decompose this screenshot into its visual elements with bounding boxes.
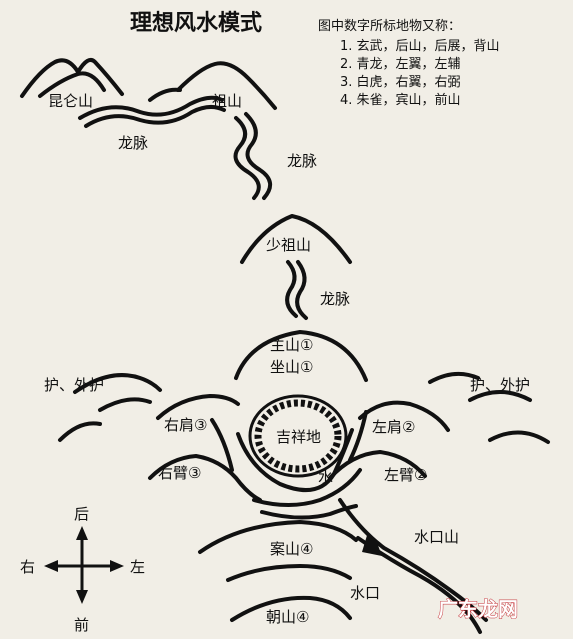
label-hu-left: 护、外护 — [44, 376, 104, 394]
watermark: 广东龙网 — [438, 597, 518, 621]
hu-hill-right-1 — [428, 371, 480, 384]
hu-hill-left-1 — [73, 373, 162, 394]
dragon-vein-1a — [78, 95, 224, 120]
compass-arrow-right-icon — [110, 560, 124, 572]
label-jixiangdi: 吉祥地 — [276, 428, 321, 446]
dragon-vein-3b — [295, 260, 308, 320]
kunlun-mountain-inner — [38, 71, 106, 98]
label-anshan: 案山④ — [270, 540, 313, 558]
anshan-hill — [198, 520, 358, 554]
hu-hill-right-2 — [468, 390, 532, 402]
label-longmai-1: 龙脉 — [118, 134, 148, 152]
legend-item-3: 3. 白虎，右翼，右弼 — [340, 74, 461, 90]
hu-hill-right-3 — [488, 430, 550, 444]
label-kunlun: 昆仑山 — [48, 92, 93, 110]
stream-water-outer — [252, 468, 362, 507]
label-shui: 水 — [318, 468, 333, 486]
label-chaoshan: 朝山④ — [266, 608, 309, 626]
stream-water-lower — [260, 504, 358, 520]
compass-arrow-down-icon — [76, 590, 88, 604]
river-line-2 — [356, 536, 482, 634]
label-zuobi: 左臂② — [384, 466, 427, 484]
shuikoushan-mark — [362, 532, 382, 556]
hu-hill-left-3 — [58, 421, 102, 442]
legend-heading: 图中数字所标地物又称： — [318, 19, 461, 34]
label-hu-right: 护、外护 — [470, 376, 530, 394]
label-zhushan: 主山① — [270, 336, 313, 354]
zhushan-mountain — [234, 330, 368, 382]
label-longmai-2: 龙脉 — [287, 152, 317, 170]
dragon-vein-1b — [84, 105, 226, 128]
dragon-vein-2a — [233, 116, 261, 200]
compass — [44, 526, 124, 604]
youbi-hill — [148, 454, 262, 502]
anshan-base — [226, 564, 352, 582]
zuojian-hill — [358, 400, 450, 432]
hu-hill-left-2 — [98, 397, 152, 412]
jixiangdi-ring — [248, 394, 348, 478]
compass-label-back: 后 — [74, 505, 89, 523]
diagram-title: 理想风水模式 — [130, 11, 262, 36]
compass-label-left: 左 — [130, 558, 145, 576]
label-zuoshan: 坐山① — [270, 358, 313, 376]
compass-arrow-up-icon — [76, 526, 88, 540]
label-youbi: 右臂③ — [158, 464, 201, 482]
legend-item-4: 4. 朱雀，宾山，前山 — [340, 92, 461, 108]
label-zushan: 祖山 — [212, 92, 242, 110]
youjian-inner — [210, 418, 234, 472]
dragon-vein-3a — [285, 260, 298, 318]
compass-label-right: 右 — [20, 558, 35, 576]
zushan-mountain — [176, 61, 277, 110]
label-shaozushan: 少祖山 — [266, 236, 311, 254]
zuobi-hill — [328, 450, 427, 480]
youjian-hill — [156, 394, 240, 420]
zuojian-inner — [348, 410, 368, 462]
label-youjian: 右肩③ — [164, 416, 207, 434]
label-shuikou: 水口 — [350, 584, 380, 602]
label-zuojian: 左肩② — [372, 418, 415, 436]
compass-label-front: 前 — [74, 616, 89, 634]
river-line-1 — [338, 498, 488, 622]
zushan-foothill — [148, 87, 182, 102]
label-longmai-3: 龙脉 — [320, 290, 350, 308]
legend-item-2: 2. 青龙，左翼，左辅 — [340, 57, 461, 72]
legend-item-1: 1. 玄武，后山，后展，背山 — [340, 39, 500, 54]
dragon-vein-2b — [244, 112, 272, 200]
chaoshan-hill — [230, 595, 352, 622]
label-shuikoushan: 水口山 — [414, 528, 459, 546]
compass-arrow-left-icon — [44, 560, 58, 572]
shaozushan-mountain — [240, 214, 352, 264]
